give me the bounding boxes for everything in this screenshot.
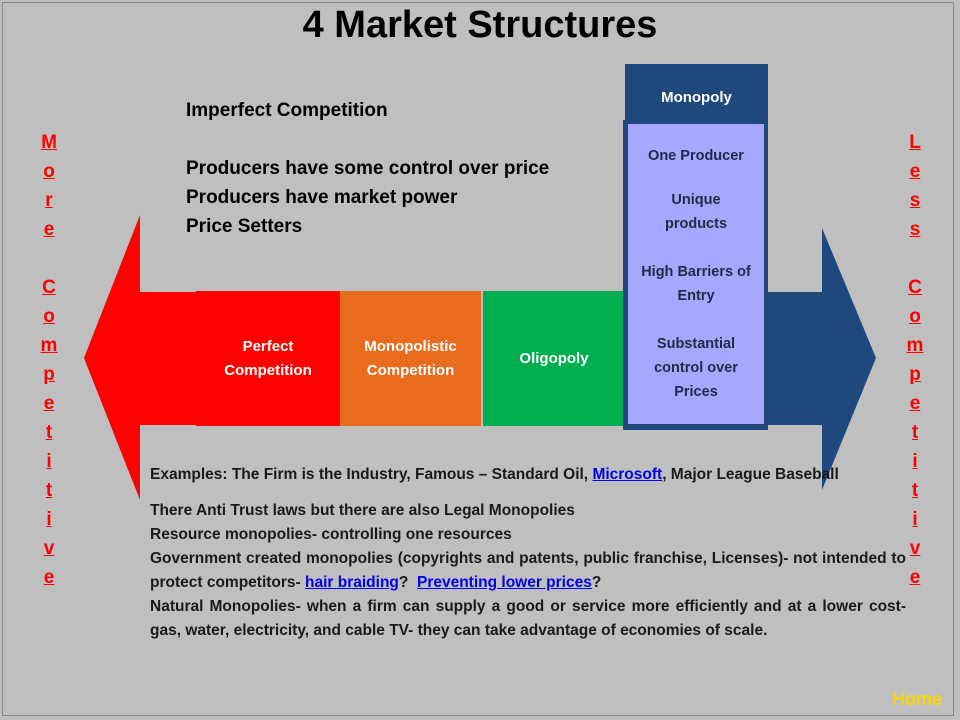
right-arrow-navy [765,228,876,490]
preventing-lower-prices-link[interactable]: Preventing lower prices [416,574,592,591]
examples-text-part: Examples: The Firm is the Industry, Famo… [150,466,593,483]
examples-text-part: , Major League Baseball [662,466,839,483]
spacer [150,487,906,499]
letter: i [912,509,918,530]
letter: t [45,480,53,501]
letter: e [909,567,921,588]
examples-text: Examples: The Firm is the Industry, Famo… [150,463,906,643]
imperfect-competition-block: Imperfect Competition Producers have som… [186,96,549,241]
letter: p [43,364,55,385]
monopoly-label: Monopoly [661,89,732,106]
letter: e [43,219,55,240]
monopolistic-competition-label: Monopolistic Competition [364,337,457,379]
microsoft-link[interactable]: Microsoft [592,466,663,483]
more-competitive-label: M o r e C o m p e t i t i v e [34,128,64,592]
letter: m [40,335,58,356]
monopoly-trait: Substantial control over Prices [654,336,738,400]
imperfect-heading: Imperfect Competition [186,100,388,121]
monopolistic-competition-box: Monopolistic Competition [340,291,481,426]
letter: s [909,190,921,211]
monopoly-trait: Unique products [664,192,728,232]
imperfect-line: Producers have some control over price [186,158,550,179]
letter: p [909,364,921,385]
imperfect-line: Price Setters [186,216,303,237]
letter: o [43,306,55,327]
letter: r [45,190,53,211]
letter: m [906,335,924,356]
letter [900,244,930,273]
government-text-part: Government created monopolies (copyright… [150,550,906,591]
imperfect-line: Producers have market power [186,187,458,208]
letter: e [43,393,55,414]
perfect-competition-box: Perfect Competition [196,291,340,426]
letter: t [45,422,53,443]
letter: M [41,132,57,153]
letter: i [46,451,52,472]
letter: v [43,538,55,559]
oligopoly-label: Oligopoly [519,349,589,367]
letter: t [911,480,919,501]
natural-monopolies-paragraph: Natural Monopolies- when a firm can supp… [150,598,906,639]
letter [34,244,64,273]
antitrust-paragraph: There Anti Trust laws but there are also… [150,502,575,519]
letter: e [909,393,921,414]
letter: o [909,306,921,327]
monopoly-traits-box: One Producer Unique products High Barrie… [628,124,764,424]
resource-paragraph: Resource monopolies- controlling one res… [150,526,512,543]
letter: o [43,161,55,182]
hair-braiding-link[interactable]: hair braiding [305,574,399,591]
monopoly-trait: One Producer [648,148,744,164]
monopoly-trait: High Barriers of Entry [641,264,751,304]
letter: C [908,277,922,298]
examples-paragraph: Examples: The Firm is the Industry, Famo… [150,463,906,487]
letter: L [909,132,921,153]
oligopoly-box: Oligopoly [483,291,625,426]
perfect-competition-label: Perfect Competition [224,337,312,379]
spacer [186,125,549,154]
government-text-part: ? [398,574,417,591]
left-arrow-red [84,215,198,500]
letter: C [42,277,56,298]
letter: i [912,451,918,472]
government-paragraph: Government created monopolies (copyright… [150,547,906,595]
government-text-part: ? [591,574,602,591]
letter: t [911,422,919,443]
letter: i [46,509,52,530]
letter: v [909,538,921,559]
letter: e [43,567,55,588]
slide-title: 4 Market Structures [302,4,658,46]
letter: s [909,219,921,240]
letter: e [909,161,921,182]
home-button[interactable]: Home [892,689,943,709]
less-competitive-label: L e s s C o m p e t i t i v e [900,128,930,592]
